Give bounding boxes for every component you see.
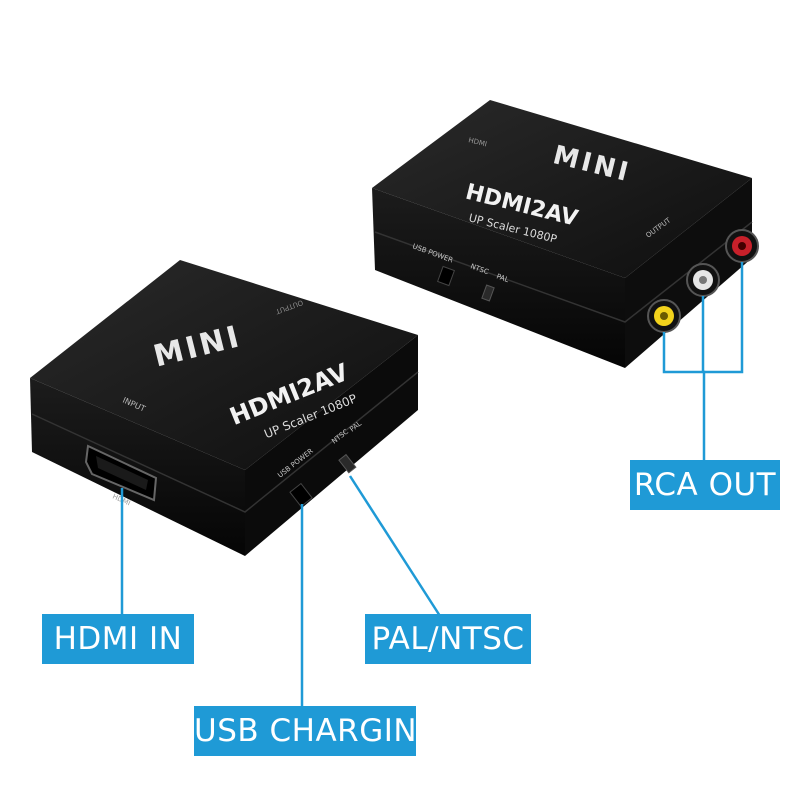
leader-rca-right — [704, 262, 744, 374]
device-front: MINI HDMI2AV UP Scaler 1080P INPUT OUTPU… — [30, 260, 419, 556]
device-back-pal-label: PAL — [495, 272, 510, 284]
callout-pal-ntsc: PAL/NTSC — [365, 614, 531, 664]
device-back-top — [372, 100, 752, 278]
device-front-top — [30, 260, 418, 470]
leader-pal-ntsc — [348, 475, 442, 617]
rca-jack-yellow — [647, 299, 681, 333]
device-front-input-face — [30, 378, 245, 556]
callout-lines — [120, 262, 744, 708]
callout-hdmi-in: HDMI IN — [42, 614, 194, 664]
callout-usb-charging: USB CHARGING — [194, 706, 441, 756]
leader-rca-left — [662, 332, 706, 462]
device-back-switch — [481, 284, 495, 302]
device-front-switch — [338, 453, 357, 474]
device-back: MINI HDMI2AV UP Scaler 1080P HDMI OUTPUT… — [372, 100, 759, 368]
callout-rca-out: RCA OUT — [630, 460, 780, 510]
rca-jack-white — [686, 263, 720, 297]
hdmi-port — [84, 444, 158, 502]
rca-jack-red — [725, 229, 759, 263]
device-front-usb-port — [289, 482, 313, 508]
device-back-usb-port — [436, 265, 456, 287]
device-back-front-face — [372, 188, 625, 368]
device-front-switch-face — [245, 335, 418, 556]
